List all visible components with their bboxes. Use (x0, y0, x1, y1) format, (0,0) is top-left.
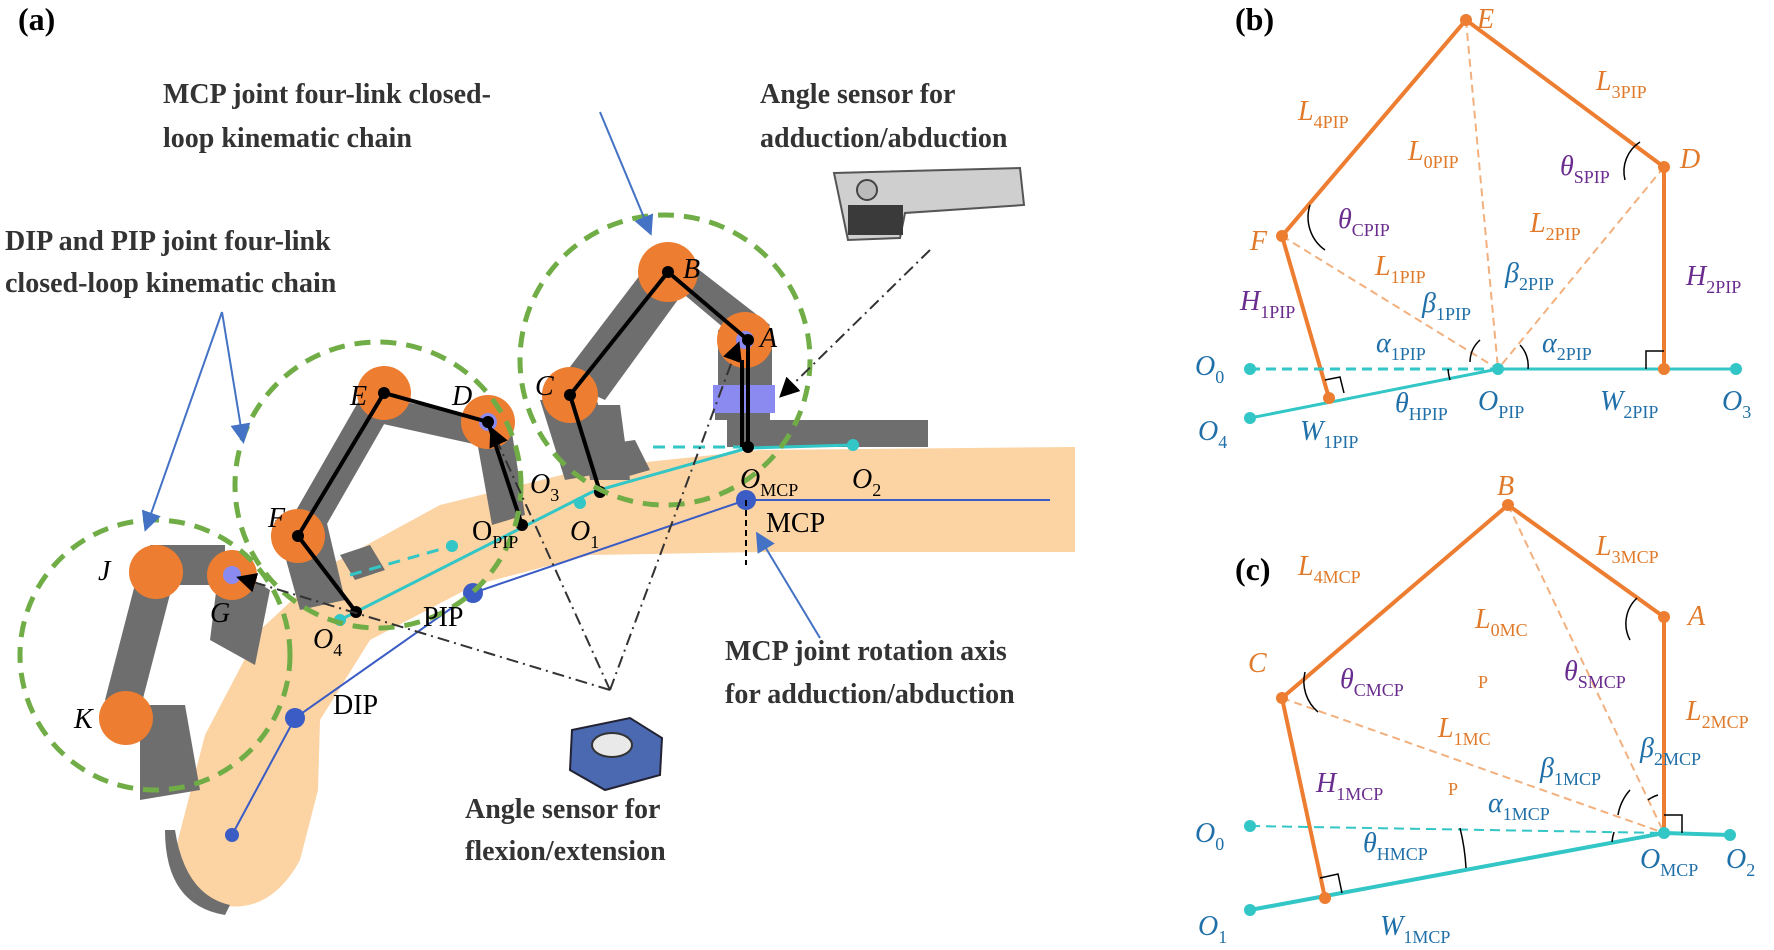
label-c-O2: O2 (1726, 844, 1755, 880)
label-c-L1: L1MC (1437, 713, 1491, 749)
panel-a-label: (a) (18, 1, 55, 37)
finger-body (176, 447, 1075, 907)
label-b-O4: O4 (1198, 416, 1227, 452)
label-c-P2: P (1448, 779, 1458, 799)
label-c-b2: β2MCP (1639, 733, 1701, 769)
label-c-OMCP: OMCP (1640, 844, 1698, 880)
caption-sensor-fe: Angle sensor for (465, 794, 660, 825)
label-c-W1: W1MCP (1380, 911, 1450, 947)
label-b-E: E (1476, 4, 1494, 35)
label-c-thC: θCMCP (1340, 664, 1404, 700)
label-b-b1: β1PIP (1421, 288, 1471, 324)
panel-c-cyan (1249, 825, 1731, 912)
label-b-L1: L1PIP (1374, 251, 1426, 287)
panel-b-cyan (1249, 367, 1736, 420)
panel-c-angle-marks (1303, 597, 1683, 894)
label-b-OPIP: OPIP (1478, 386, 1524, 422)
dashdot-pointers (236, 249, 931, 691)
label-b-W1: W1PIP (1300, 416, 1358, 452)
label-a-O2: O2 (852, 464, 881, 500)
label-c-thS: θSMCP (1564, 656, 1626, 692)
label-c-L2: L2MCP (1685, 696, 1749, 732)
label-a-C: C (535, 371, 554, 402)
panel-b-label: (b) (1235, 1, 1274, 37)
label-c-P1: P (1478, 672, 1488, 692)
label-a-O4: O4 (313, 624, 342, 660)
label-b-H1: H1PIP (1239, 286, 1295, 322)
label-c-O1: O1 (1198, 911, 1227, 947)
label-a-G: G (210, 598, 230, 629)
label-b-thC: θCPIP (1338, 204, 1390, 240)
panel-b-dashed (1281, 19, 1665, 370)
cyan-points (334, 439, 859, 626)
label-c-a1: α1MCP (1488, 788, 1550, 824)
label-a-D: D (451, 381, 472, 412)
caption-mcp-axis: MCP joint rotation axis (725, 636, 1007, 667)
cyan-lines (339, 443, 854, 622)
label-a-E: E (349, 381, 367, 412)
label-a-O1: O1 (570, 516, 599, 552)
caption-sensor-ab-2: adduction/abduction (760, 123, 1008, 154)
caption-mcp-chain: MCP joint four-link closed- (163, 79, 491, 110)
label-a-K: K (73, 704, 94, 735)
label-a-O3: O3 (530, 469, 559, 505)
label-c-L3: L3MCP (1595, 531, 1659, 567)
label-c-A: A (1686, 601, 1706, 632)
caption-dip-pip-2: closed-loop kinematic chain (5, 268, 337, 299)
label-a-OMCP: OMCP (740, 464, 798, 500)
caption-sensor-fe-2: flexion/extension (465, 836, 666, 867)
panel-b-points (1244, 14, 1742, 424)
label-a-A: A (758, 323, 778, 354)
flexion-sensor-picture (568, 716, 664, 792)
label-b-thS: θSPIP (1560, 151, 1610, 187)
caption-dip-pip: DIP and PIP joint four-link (5, 226, 331, 257)
label-b-L0: L0PIP (1407, 136, 1459, 172)
label-b-O0: O0 (1195, 351, 1224, 387)
label-b-L3: L3PIP (1595, 66, 1647, 102)
label-b-H2: H2PIP (1685, 261, 1741, 297)
label-a-DIP: DIP (333, 690, 378, 721)
panel-c-links (1279, 502, 1666, 899)
caption-mcp-axis-2: for adduction/abduction (725, 679, 1015, 710)
label-a-OPIP: OPIP (472, 516, 518, 552)
label-a-B: B (683, 254, 700, 285)
panel-c-dashed (1281, 504, 1665, 834)
label-a-PIP: PIP (423, 602, 463, 633)
label-b-O3: O3 (1722, 386, 1751, 422)
label-c-B: B (1497, 471, 1514, 502)
adduction-sensor-picture (832, 166, 1026, 242)
label-b-b2: β2PIP (1504, 258, 1554, 294)
label-b-L2: L2PIP (1529, 208, 1581, 244)
label-b-L4: L4PIP (1297, 96, 1349, 132)
label-b-a1: α1PIP (1376, 328, 1426, 364)
label-b-F: F (1249, 226, 1268, 257)
label-c-L0: L0MC (1474, 604, 1528, 640)
label-c-L4: L4MCP (1297, 551, 1361, 587)
label-c-H1: H1MCP (1315, 768, 1383, 804)
label-a-J: J (98, 556, 112, 587)
label-b-W2: W2PIP (1600, 386, 1658, 422)
caption-sensor-ab: Angle sensor for (760, 79, 955, 110)
panel-c-label: (c) (1235, 551, 1271, 587)
label-c-b1: β1MCP (1539, 753, 1601, 789)
panel-b-angle-marks (1307, 141, 1664, 394)
black-points (292, 266, 754, 618)
label-b-D: D (1679, 144, 1700, 175)
label-c-thH: θHMCP (1363, 828, 1428, 864)
blue-arrows (141, 111, 821, 639)
label-a-F: F (267, 503, 286, 534)
label-b-a2: α2PIP (1542, 328, 1592, 364)
caption-mcp-chain-2: loop kinematic chain (163, 123, 412, 154)
label-b-thH: θHPIP (1395, 388, 1448, 424)
label-c-C: C (1248, 648, 1267, 679)
label-c-O0: O0 (1195, 818, 1224, 854)
panel-c-points (1244, 499, 1736, 916)
label-a-MCP: MCP (766, 508, 825, 539)
